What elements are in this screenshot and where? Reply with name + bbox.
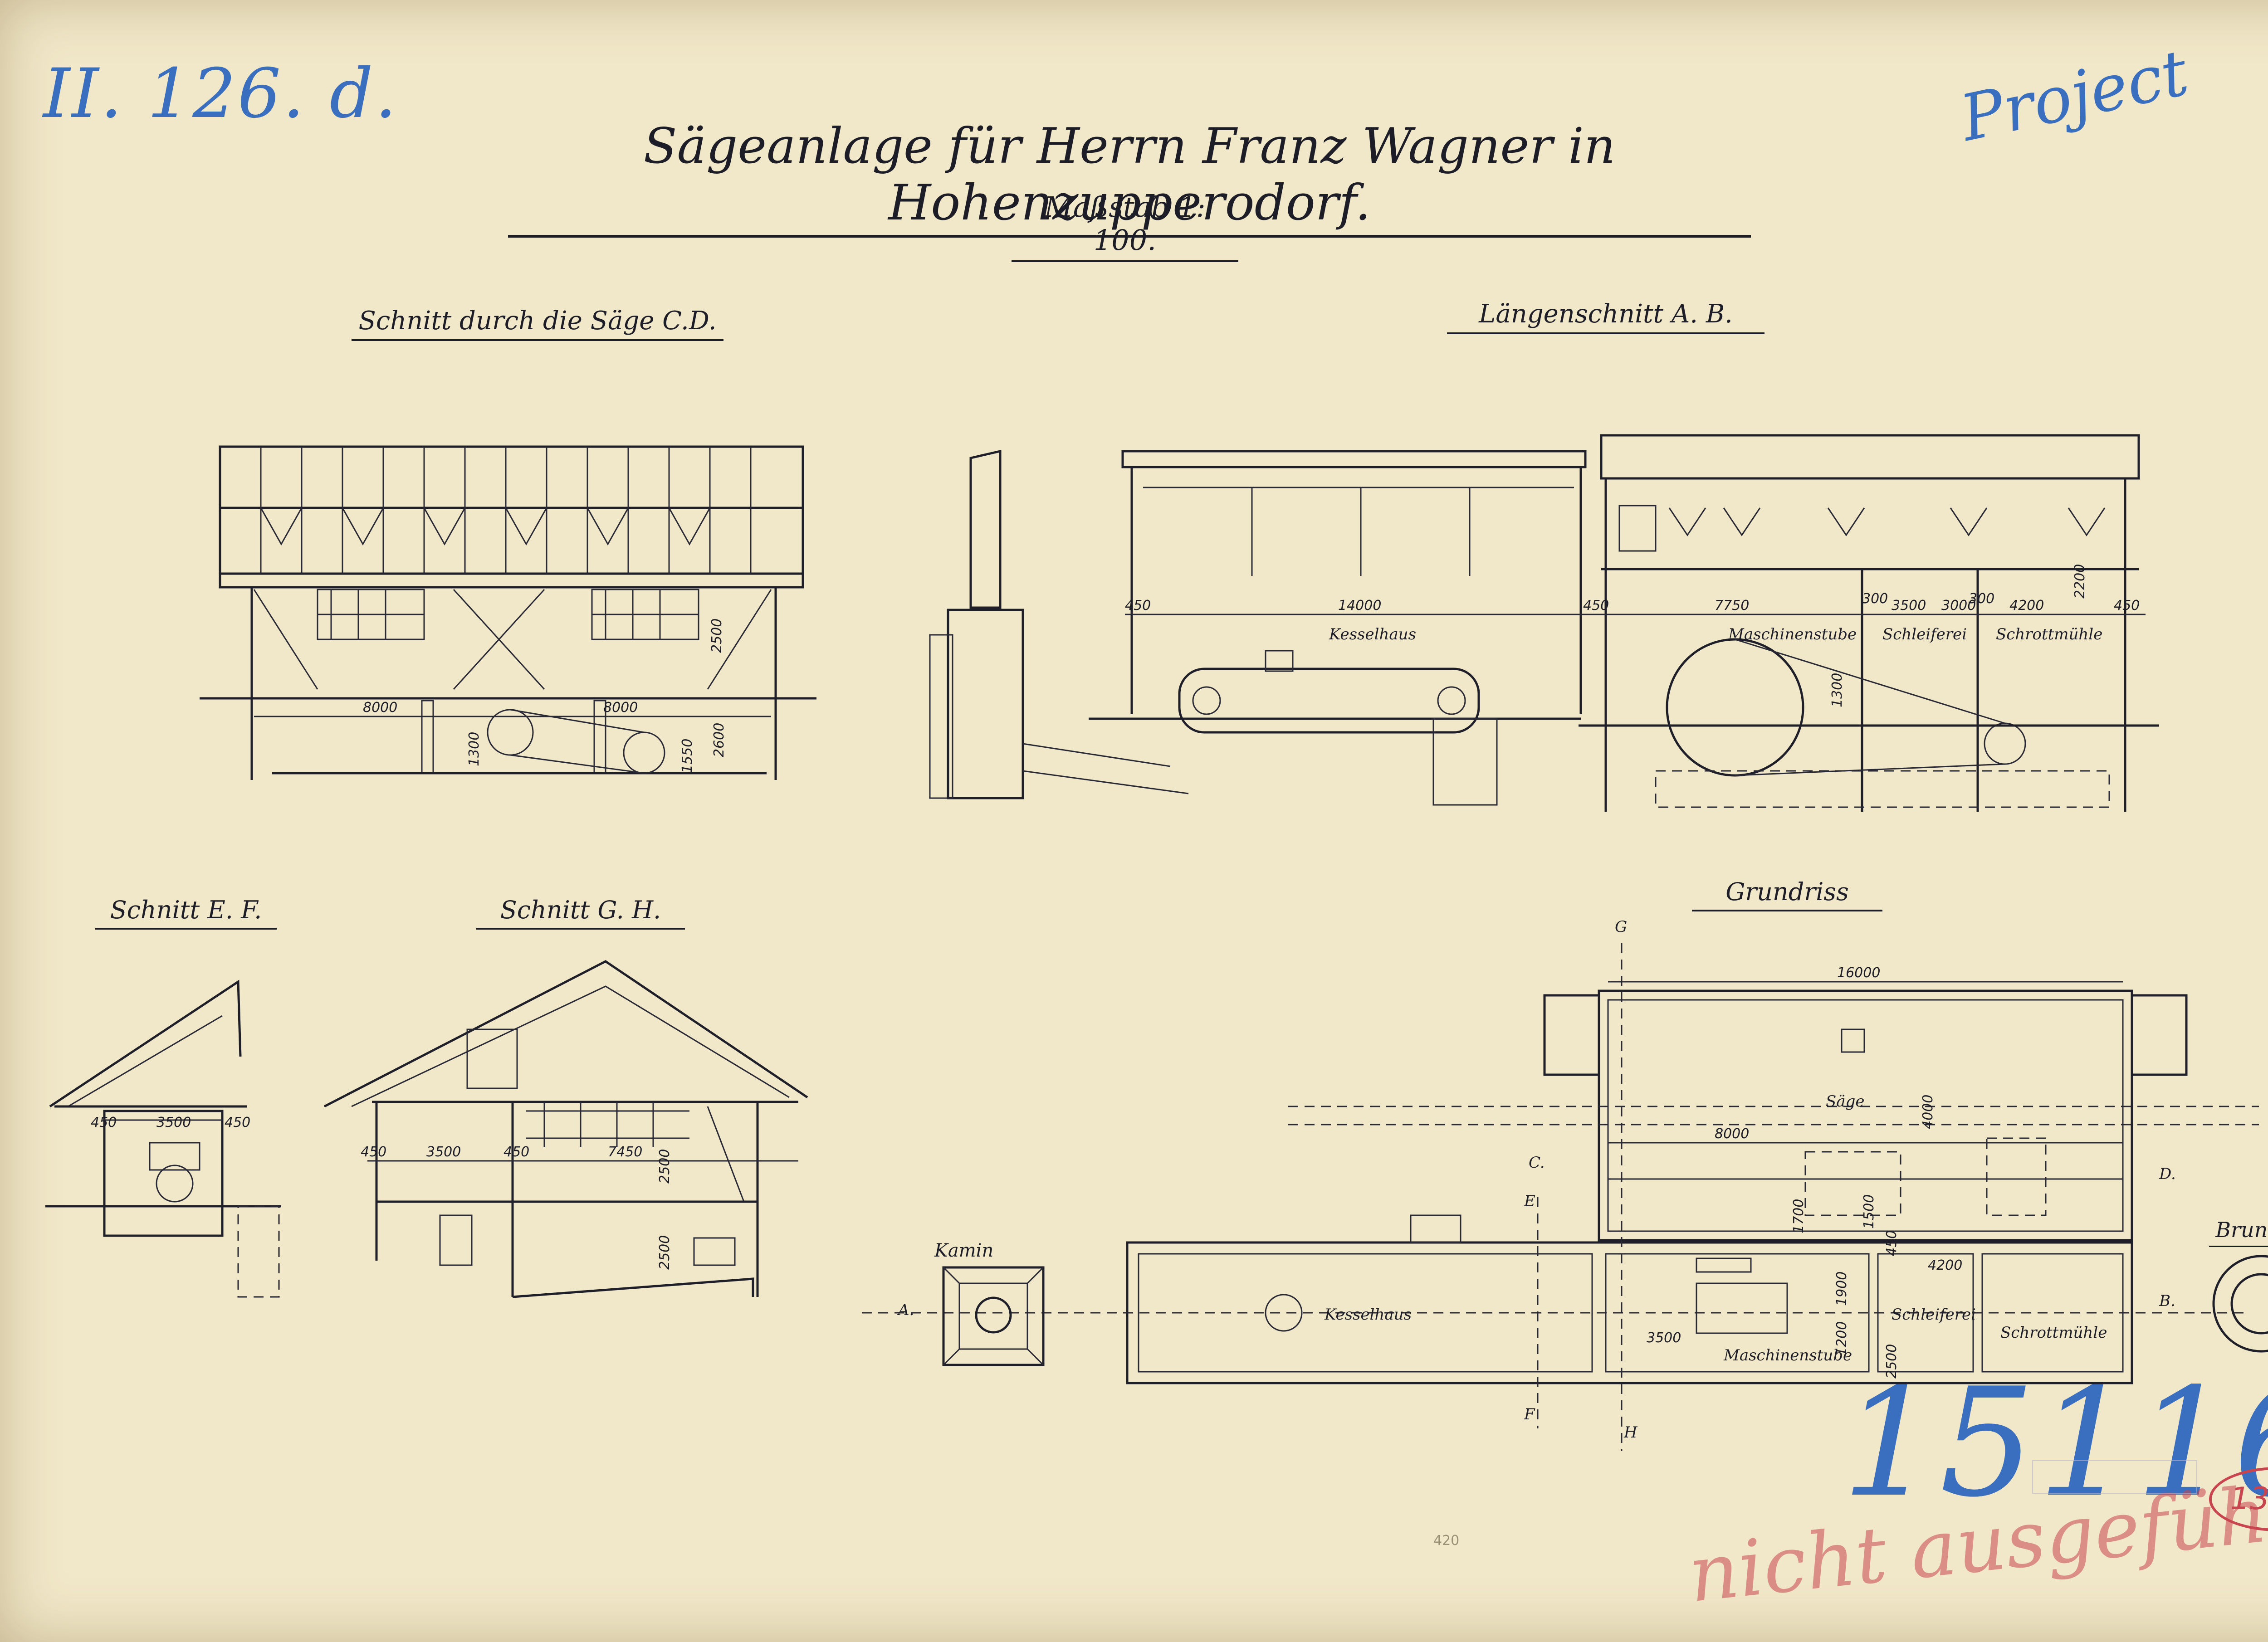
dim-ab-450-b: 450 [1583,598,1609,614]
well-plan-drawing [2212,1255,2268,1353]
dim-plan-1200: 1200 [1834,1321,1850,1356]
dim-gh-3500: 3500 [426,1144,461,1160]
dim-plan-450: 450 [1884,1230,1900,1256]
dim-plan-4000: 4000 [1920,1095,1936,1129]
dim-plan-1900: 1900 [1834,1272,1850,1306]
label-ab-grinding: Schleiferei [1882,625,1967,643]
faint-rect-stamp [2032,1460,2197,1494]
title-chimney: Kamin [934,1240,994,1261]
dim-ab-450-c: 450 [2114,598,2140,614]
dim-ab-300-b: 300 [1969,591,1994,607]
dim-plan-8000: 8000 [1715,1126,1749,1142]
dim-ef-3500: 3500 [156,1115,191,1130]
label-plan-boilerhouse: Kesselhaus [1324,1306,1412,1324]
marker-a: A. [897,1301,914,1319]
section-ab-drawing: Kesselhaus Maschinenstube Schleiferei Sc… [929,434,2159,812]
label-plan-grinding: Schleiferei [1892,1306,1976,1324]
title-section-ab: Längenschnitt A. B. [1447,299,1765,334]
label-ab-mill: Schrottmühle [1996,625,2102,643]
dim-ab-4200: 4200 [2009,598,2044,614]
marker-d: D. [2159,1165,2176,1183]
dim-cd-2600: 2600 [711,723,727,757]
dim-ab-3000: 3000 [1941,598,1976,614]
marker-b: B. [2159,1292,2175,1310]
drawing-scale: Maßstab 1: 100. [1012,190,1238,262]
marker-f: F [1524,1405,1535,1423]
catalog-number: II. 126. d. [43,54,399,133]
dim-plan-16000: 16000 [1837,965,1880,981]
dim-plan-1500: 1500 [1861,1194,1877,1229]
drawing-title: Sägeanlage für Herrn Franz Wagner in Hoh… [508,118,1751,238]
label-plan-saw: Säge [1826,1092,1864,1111]
dim-gh-2500-a: 2500 [657,1149,673,1184]
dim-gh-450-b: 450 [503,1144,529,1160]
dim-cd-8000-left: 8000 [363,700,397,716]
dim-cd-1550: 1550 [679,739,695,773]
dim-ef-450-a: 450 [91,1115,117,1130]
plan-drawing: Säge Kesselhaus Maschinenstube Schleifer… [862,918,2259,1451]
dim-plan-1700: 1700 [1791,1199,1807,1233]
dim-ab-1300: 1300 [1829,673,1845,707]
marker-g: G [1615,918,1627,936]
chimney-plan-drawing [942,1266,1045,1366]
dim-cd-8000-right: 8000 [603,700,638,716]
dim-cd-2500: 2500 [709,619,725,653]
label-plan-mill: Schrottmühle [2000,1324,2107,1342]
section-ef-drawing: 450 3500 450 [45,979,281,1298]
label-ab-machinehall: Maschinenstube [1728,625,1857,643]
section-gh-drawing: 450 3500 450 7450 2500 2500 [323,960,808,1298]
dim-plan-4200: 4200 [1928,1257,1962,1273]
dim-ef-450-b: 450 [225,1115,250,1130]
marker-e: E [1524,1192,1535,1210]
faint-pencil-mark: 420 [1433,1533,1460,1549]
dim-gh-7450: 7450 [608,1144,642,1160]
label-ab-boilerhouse: Kesselhaus [1329,625,1416,643]
dim-ab-450-a: 450 [1125,598,1151,614]
title-section-gh: Schnitt G. H. [476,896,685,930]
dim-ab-7750: 7750 [1715,598,1749,614]
dim-ab-14000: 14000 [1338,598,1381,614]
archive-number: 15116 [1842,1356,2268,1530]
dim-ab-300-a: 300 [1862,591,1888,607]
dim-plan-3500: 3500 [1647,1330,1681,1346]
dim-gh-2500-b: 2500 [657,1235,673,1270]
dim-gh-450-a: 450 [361,1144,386,1160]
dim-ab-3500: 3500 [1892,598,1926,614]
dim-plan-2500: 2500 [1884,1344,1900,1379]
dim-ab-2200: 2200 [2072,564,2088,599]
title-plan: Grundriss [1692,877,1882,911]
title-well: Brunnen [2209,1218,2268,1247]
title-section-saw-cd: Schnitt durch die Säge C.D. [352,306,723,341]
title-section-ef: Schnitt E. F. [95,896,277,930]
marker-h: H [1623,1423,1638,1442]
label-plan-machinehall: Maschinenstube [1723,1346,1852,1364]
dim-cd-1300: 1300 [466,732,482,766]
section-saw-cd-drawing: 8000 8000 2500 2600 1300 1550 [200,445,816,780]
marker-c: C. [1529,1154,1545,1172]
